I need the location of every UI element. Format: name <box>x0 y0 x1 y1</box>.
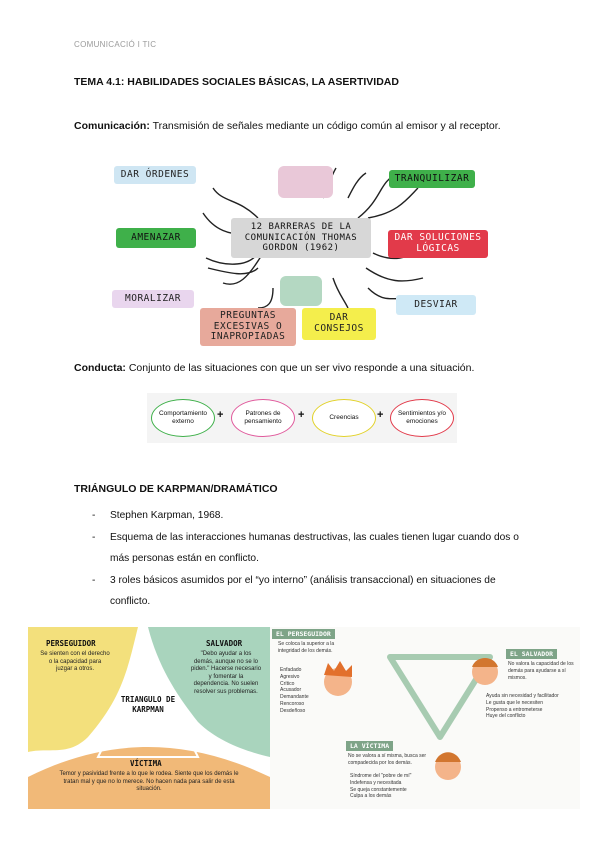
right-perseguidor-intro: Se coloca la superior a la integridad de… <box>278 641 348 655</box>
right-victima-title: LA VÍCTIMA <box>346 741 393 751</box>
list-item: Desdeñoso <box>280 708 330 715</box>
people-illustration <box>278 166 333 198</box>
barrera-amenazar: AMENAZAR <box>116 228 196 248</box>
list-item: Crítico <box>280 681 330 688</box>
left-victima-title: VÍCTIMA <box>130 759 162 768</box>
comunicacion-definition: Comunicación: Transmisión de señales med… <box>74 120 501 132</box>
karpman-left-diagram: PERSEGUIDOR Se sienten con el derecho o … <box>28 627 270 809</box>
conducta-sentimientos: Sentimientos y/o emociones <box>390 399 454 437</box>
left-salvador-title: SALVADOR <box>206 639 242 648</box>
right-victima-list: Síndrome del "pobre de mí" Indefensa y n… <box>350 773 436 800</box>
list-item: Culpa a los demás <box>350 793 436 800</box>
right-victima-intro: No se valora a sí misma, busca ser compa… <box>348 753 428 767</box>
left-perseguidor-text: Se sienten con el derecho o la capacidad… <box>40 651 110 674</box>
list-item: Síndrome del "pobre de mí" <box>350 773 436 780</box>
list-item: Le gusta que le necesiten <box>486 700 578 707</box>
barreras-diagram: 12 BARRERAS DE LA COMUNICACIÓN THOMAS GO… <box>108 158 493 348</box>
plus-sign: + <box>377 409 383 421</box>
barrera-preguntas: PREGUNTAS EXCESIVAS O INAPROPIADAS <box>200 308 296 346</box>
conducta-creencias: Creencias <box>312 399 376 437</box>
list-item: Ayuda sin necesidad y facilitador <box>486 693 578 700</box>
list-item: Rencoroso <box>280 701 330 708</box>
conducta-patrones: Patrones de pensamiento <box>231 399 295 437</box>
right-salvador-list: Ayuda sin necesidad y facilitador Le gus… <box>486 693 578 720</box>
list-item: Demandante <box>280 694 330 701</box>
barrera-desviar: DESVIAR <box>396 295 476 315</box>
page-header: COMUNICACIÓ I TIC <box>74 40 156 49</box>
list-item: Enfadado <box>280 667 330 674</box>
page-title: TEMA 4.1: HABILIDADES SOCIALES BÁSICAS, … <box>74 76 399 88</box>
right-salvador-title: EL SALVADOR <box>506 649 557 659</box>
plus-sign: + <box>217 409 223 421</box>
conducta-definition: Conducta: Conjunto de las situaciones co… <box>74 362 474 374</box>
conducta-label: Conducta: <box>74 362 126 374</box>
right-perseguidor-list: Enfadado Agresivo Crítico Acusador Deman… <box>280 667 330 714</box>
list-item: Se queja constantemente <box>350 787 436 794</box>
thinking-illustration <box>280 276 322 306</box>
barrera-moralizar: MORALIZAR <box>112 290 194 308</box>
list-item: 3 roles básicos asumidos por el “yo inte… <box>92 570 532 613</box>
barrera-dar-ordenes: DAR ÓRDENES <box>114 166 196 184</box>
list-item: Indefensa y necesitada <box>350 780 436 787</box>
plus-sign: + <box>298 409 304 421</box>
barrera-dar-soluciones: DAR SOLUCIONES LÓGICAS <box>388 230 488 258</box>
list-item: Esquema de las interacciones humanas des… <box>92 527 532 570</box>
barrera-dar-consejos: DAR CONSEJOS <box>302 308 376 340</box>
barreras-center: 12 BARRERAS DE LA COMUNICACIÓN THOMAS GO… <box>231 218 371 258</box>
list-item: Stephen Karpman, 1968. <box>92 505 532 527</box>
right-salvador-intro: No valora la capacidad de los demás para… <box>508 661 576 681</box>
left-perseguidor-title: PERSEGUIDOR <box>46 639 96 648</box>
karpman-heading: TRIÁNGULO DE KARPMAN/DRAMÁTICO <box>74 483 278 495</box>
list-item: Propenso a entrometerse <box>486 707 578 714</box>
right-perseguidor-title: EL PERSEGUIDOR <box>272 629 335 639</box>
left-victima-text: Temor y pasividad frente a lo que le rod… <box>58 771 240 794</box>
barrera-tranquilizar: TRANQUILIZAR <box>389 170 475 188</box>
left-salvador-text: "Debo ayudar a los demás, aunque no se l… <box>190 651 262 696</box>
list-item: Agresivo <box>280 674 330 681</box>
left-center-title: TRIANGULO DE KARPMAN <box>120 695 176 715</box>
conducta-comportamiento: Comportamiento externo <box>151 399 215 437</box>
comunicacion-text: Transmisión de señales mediante un códig… <box>150 120 501 132</box>
karpman-right-diagram: EL PERSEGUIDOR Se coloca la superior a l… <box>270 627 580 809</box>
conducta-text: Conjunto de las situaciones con que un s… <box>126 362 474 374</box>
list-item: Acusador <box>280 687 330 694</box>
conducta-diagram: Comportamiento externo + Patrones de pen… <box>147 393 457 443</box>
comunicacion-label: Comunicación: <box>74 120 150 132</box>
karpman-bullets: Stephen Karpman, 1968. Esquema de las in… <box>92 505 532 613</box>
list-item: Huye del conflicto <box>486 713 578 720</box>
